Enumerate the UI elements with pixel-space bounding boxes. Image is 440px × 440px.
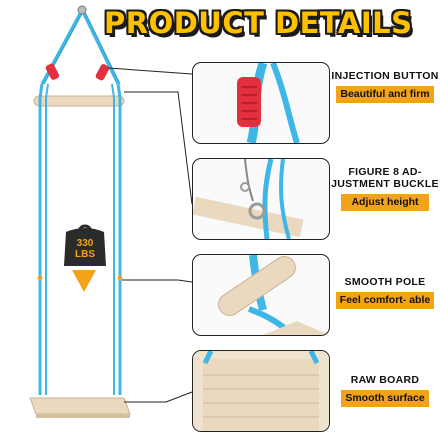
rope-top-right bbox=[80, 9, 120, 85]
feature-title: INJECTION BUTTON bbox=[331, 70, 439, 82]
detail-panel-smooth-pole bbox=[192, 254, 330, 336]
weight-capacity-badge: 330 LBS bbox=[62, 226, 108, 270]
feature-smooth-pole: SMOOTH POLE Feel comfort- able bbox=[330, 276, 440, 309]
injection-button-right bbox=[95, 64, 110, 81]
feature-badge: Smooth surface bbox=[341, 390, 429, 407]
buckle-left bbox=[37, 275, 43, 281]
detail-panel-injection-button bbox=[192, 62, 330, 144]
feature-title: SMOOTH POLE bbox=[344, 276, 426, 288]
figure8-buckle bbox=[248, 202, 266, 220]
feature-badge: Beautiful and firm bbox=[336, 86, 434, 103]
feature-badge: Feel comfort- able bbox=[335, 292, 435, 309]
feature-badge: Adjust height bbox=[341, 194, 429, 211]
top-pole bbox=[33, 95, 125, 107]
feature-injection-button: INJECTION BUTTON Beautiful and firm bbox=[330, 70, 440, 103]
injection-button-left bbox=[45, 63, 60, 80]
buckle-right bbox=[117, 275, 123, 281]
weight-icon bbox=[64, 228, 106, 266]
detail-panel-buckle bbox=[192, 158, 330, 240]
weight-value: 330 bbox=[76, 238, 94, 249]
feature-raw-board: RAW BOARD Smooth surface bbox=[330, 374, 440, 407]
weight-pointer-icon bbox=[72, 270, 96, 292]
detail-panel-raw-board bbox=[192, 350, 330, 432]
weight-unit: LBS bbox=[75, 249, 95, 260]
seat-board bbox=[29, 397, 131, 415]
feature-title: RAW BOARD bbox=[350, 374, 420, 386]
feature-buckle: FIGURE 8 AD- JUSTMENT BUCKLE Adjust heig… bbox=[330, 166, 440, 211]
page-title: PRODUCT DETAILS bbox=[104, 6, 413, 40]
hook-icon bbox=[77, 5, 87, 15]
feature-title: FIGURE 8 AD- JUSTMENT BUCKLE bbox=[331, 166, 439, 190]
